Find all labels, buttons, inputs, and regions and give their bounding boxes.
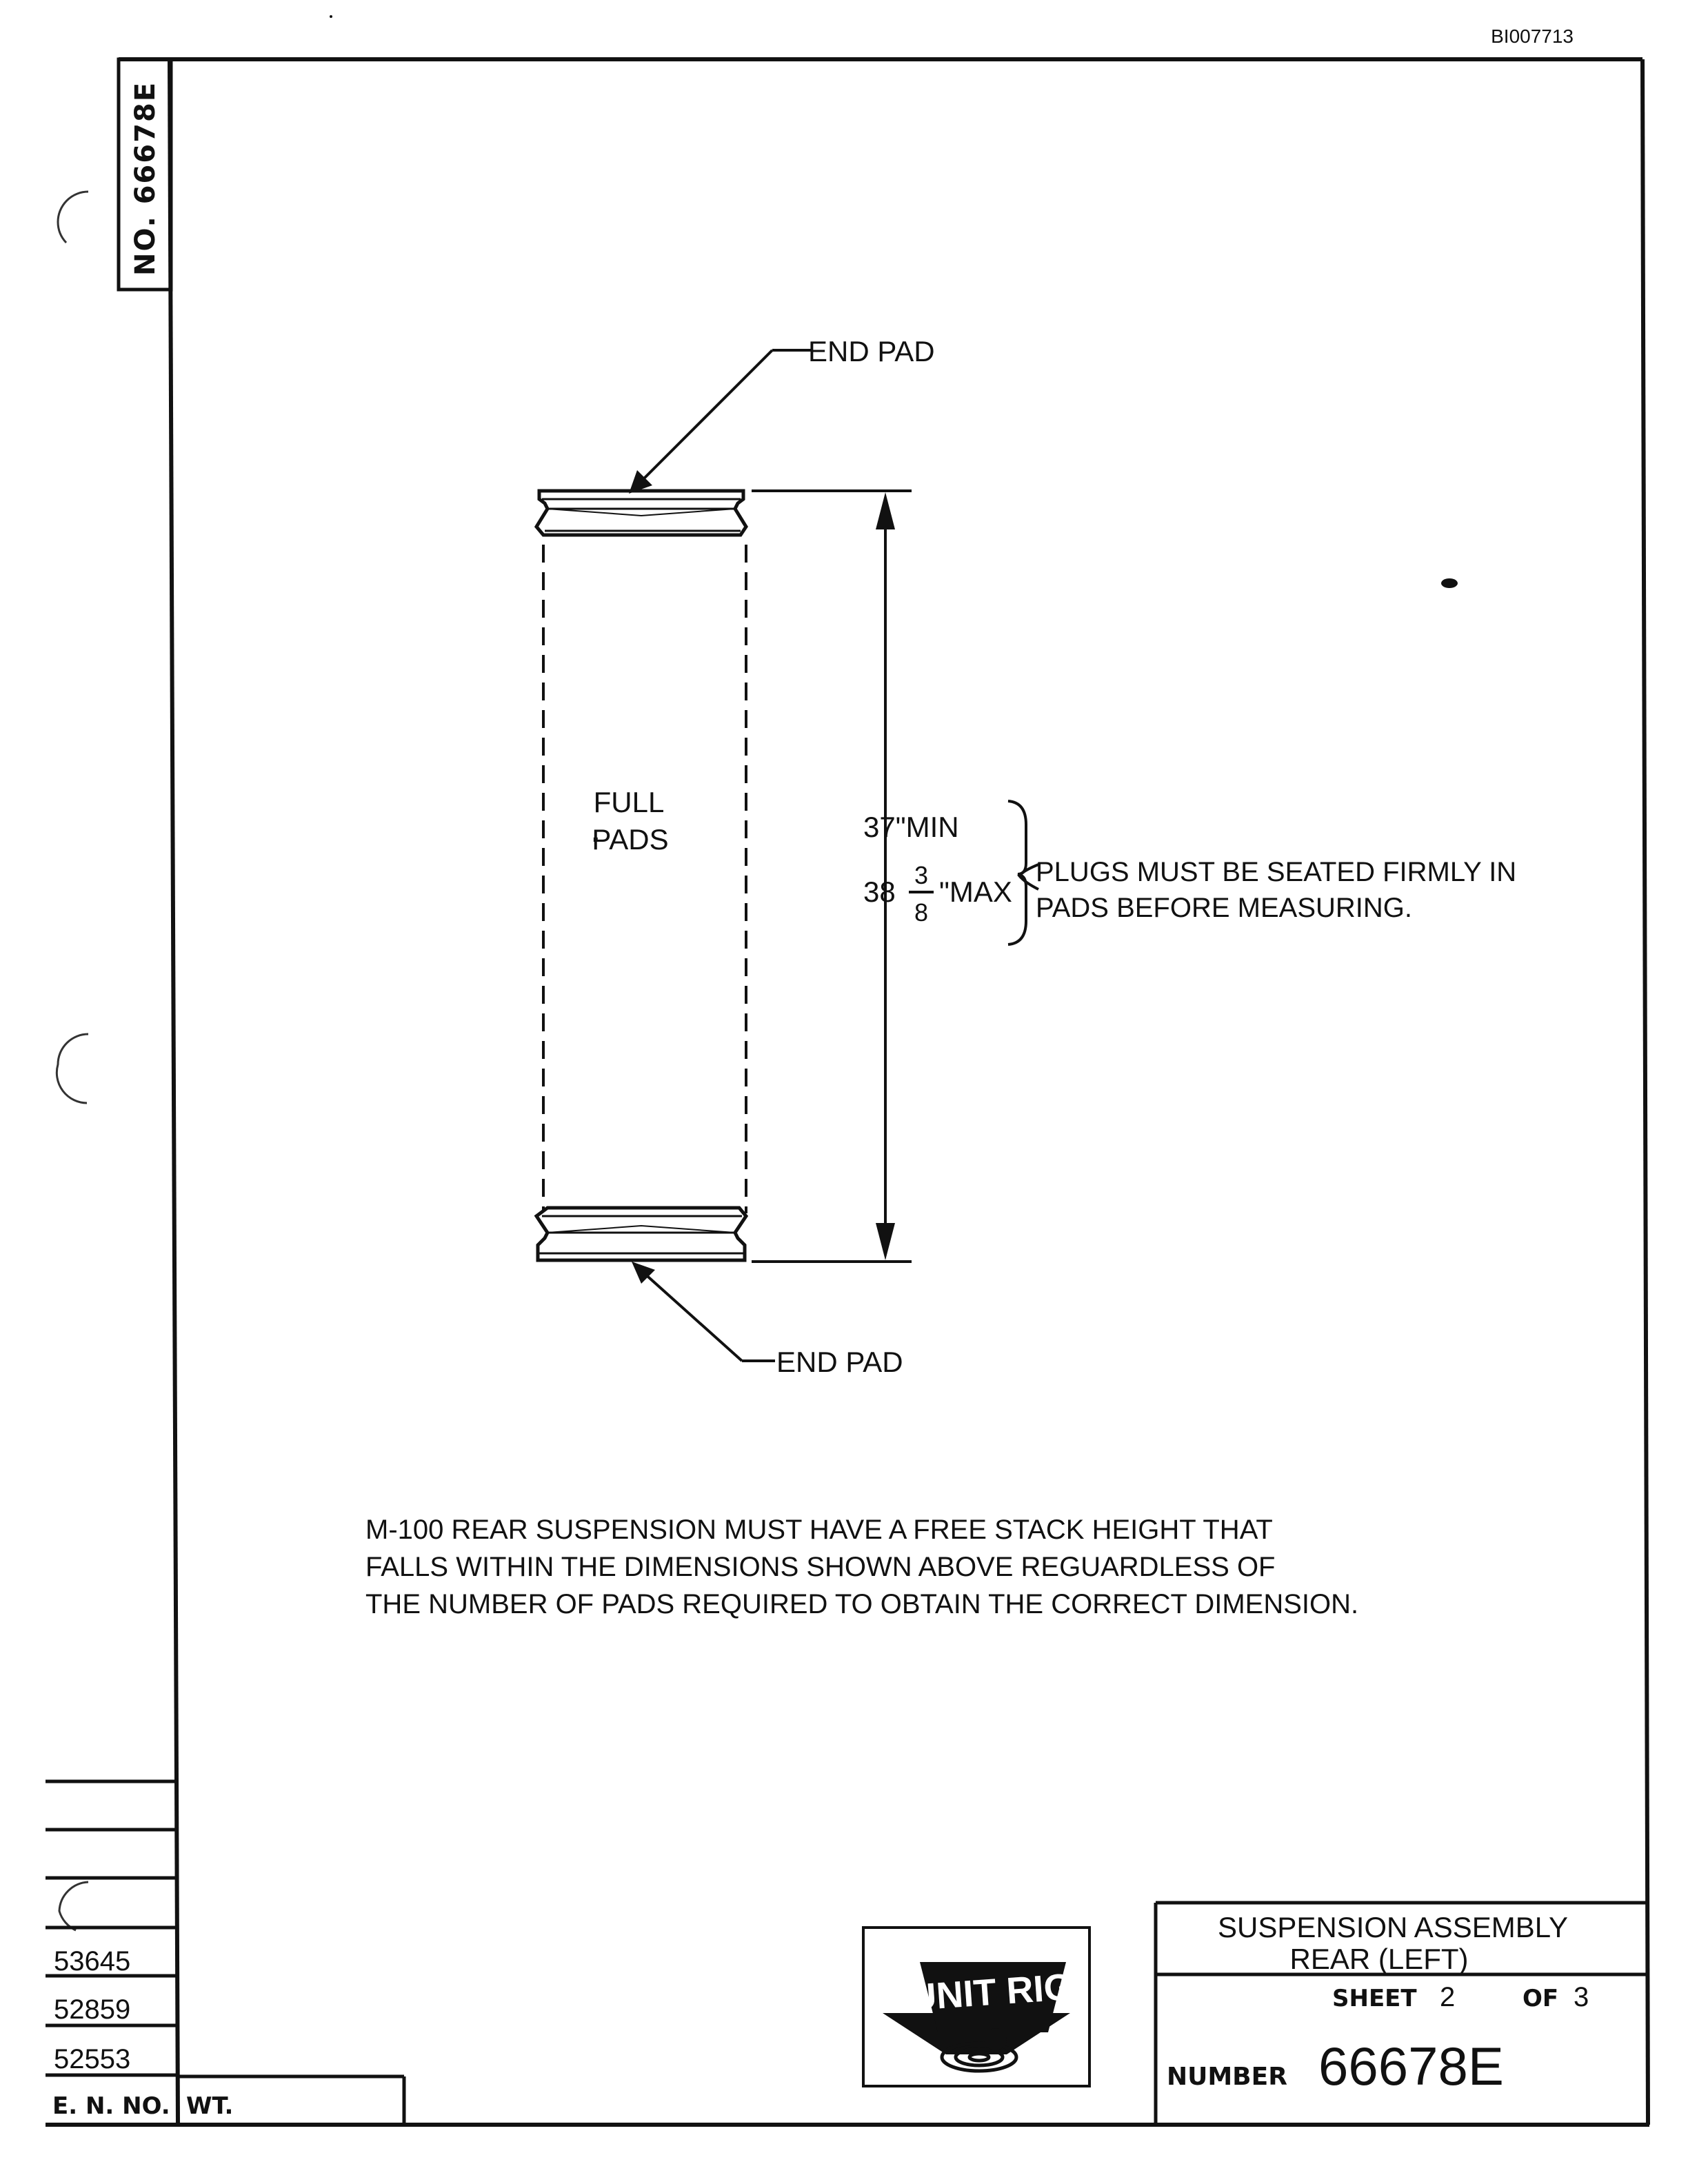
plug-note-line2: PADS BEFORE MEASURING.	[1036, 893, 1412, 923]
sheet-total: 3	[1574, 1982, 1589, 2012]
dim-max: 38 3 8 "MAX	[863, 861, 1012, 927]
note-line1: M-100 REAR SUSPENSION MUST HAVE A FREE S…	[365, 1515, 1273, 1545]
side-label: NO. 66678E	[130, 81, 161, 276]
revision-column	[46, 1779, 406, 2125]
number-label: NUMBER	[1167, 2063, 1287, 2091]
dim-min-value: 37"MIN	[863, 811, 959, 843]
title-line1: SUSPENSION ASSEMBLY	[1218, 1911, 1568, 1943]
top-callout-leader	[629, 349, 811, 494]
bottom-end-pad	[534, 1206, 749, 1262]
unit-rig-logo: UNIT RIG	[862, 1926, 1091, 2087]
wt-label: WT.	[186, 2092, 233, 2120]
full-pads-outline	[542, 545, 747, 1213]
dimension-brace	[1007, 800, 1027, 946]
pad-stack	[534, 489, 749, 1262]
note-line3: THE NUMBER OF PADS REQUIRED TO OBTAIN TH…	[365, 1589, 1358, 1619]
of-label: OF	[1523, 1985, 1558, 2012]
binder-hole-marks	[55, 190, 89, 1932]
dim-max-whole: 38	[863, 876, 896, 908]
top-end-pad	[534, 489, 748, 537]
top-callout-label: END PAD	[808, 335, 935, 367]
plug-note-line1: PLUGS MUST BE SEATED FIRMLY IN	[1036, 857, 1516, 887]
side-label-box: NO. 66678E	[117, 57, 173, 292]
revision-row-1: 53645	[54, 1946, 130, 1976]
bottom-callout-leader	[632, 1262, 775, 1362]
full-label: FULL	[594, 786, 665, 818]
full-label-dot: ·	[592, 823, 601, 856]
pads-label: PADS	[592, 823, 668, 856]
revision-row-2: 52859	[54, 1994, 130, 2025]
title-line2: REAR (LEFT)	[1289, 1943, 1468, 1975]
dim-max-suffix: "MAX	[939, 876, 1012, 908]
en-no-label: E. N. NO.	[52, 2092, 170, 2120]
sheet-number: 2	[1440, 1982, 1455, 2012]
scan-specks	[330, 15, 1458, 588]
note-line2: FALLS WITHIN THE DIMENSIONS SHOWN ABOVE …	[365, 1552, 1276, 1582]
revision-row-3: 52553	[54, 2044, 130, 2074]
height-dimension	[752, 489, 912, 1263]
dim-max-numerator: 3	[914, 861, 928, 889]
note-brace	[1017, 863, 1039, 891]
bottom-callout-label: END PAD	[776, 1346, 903, 1378]
title-block	[1154, 1901, 1649, 2125]
dim-max-denominator: 8	[914, 898, 928, 927]
corner-id: BI007713	[1491, 26, 1574, 47]
sheet-label: SHEET	[1332, 1985, 1417, 2012]
sheet-border	[46, 57, 1650, 2127]
drawing-number: 66678E	[1318, 2036, 1504, 2096]
